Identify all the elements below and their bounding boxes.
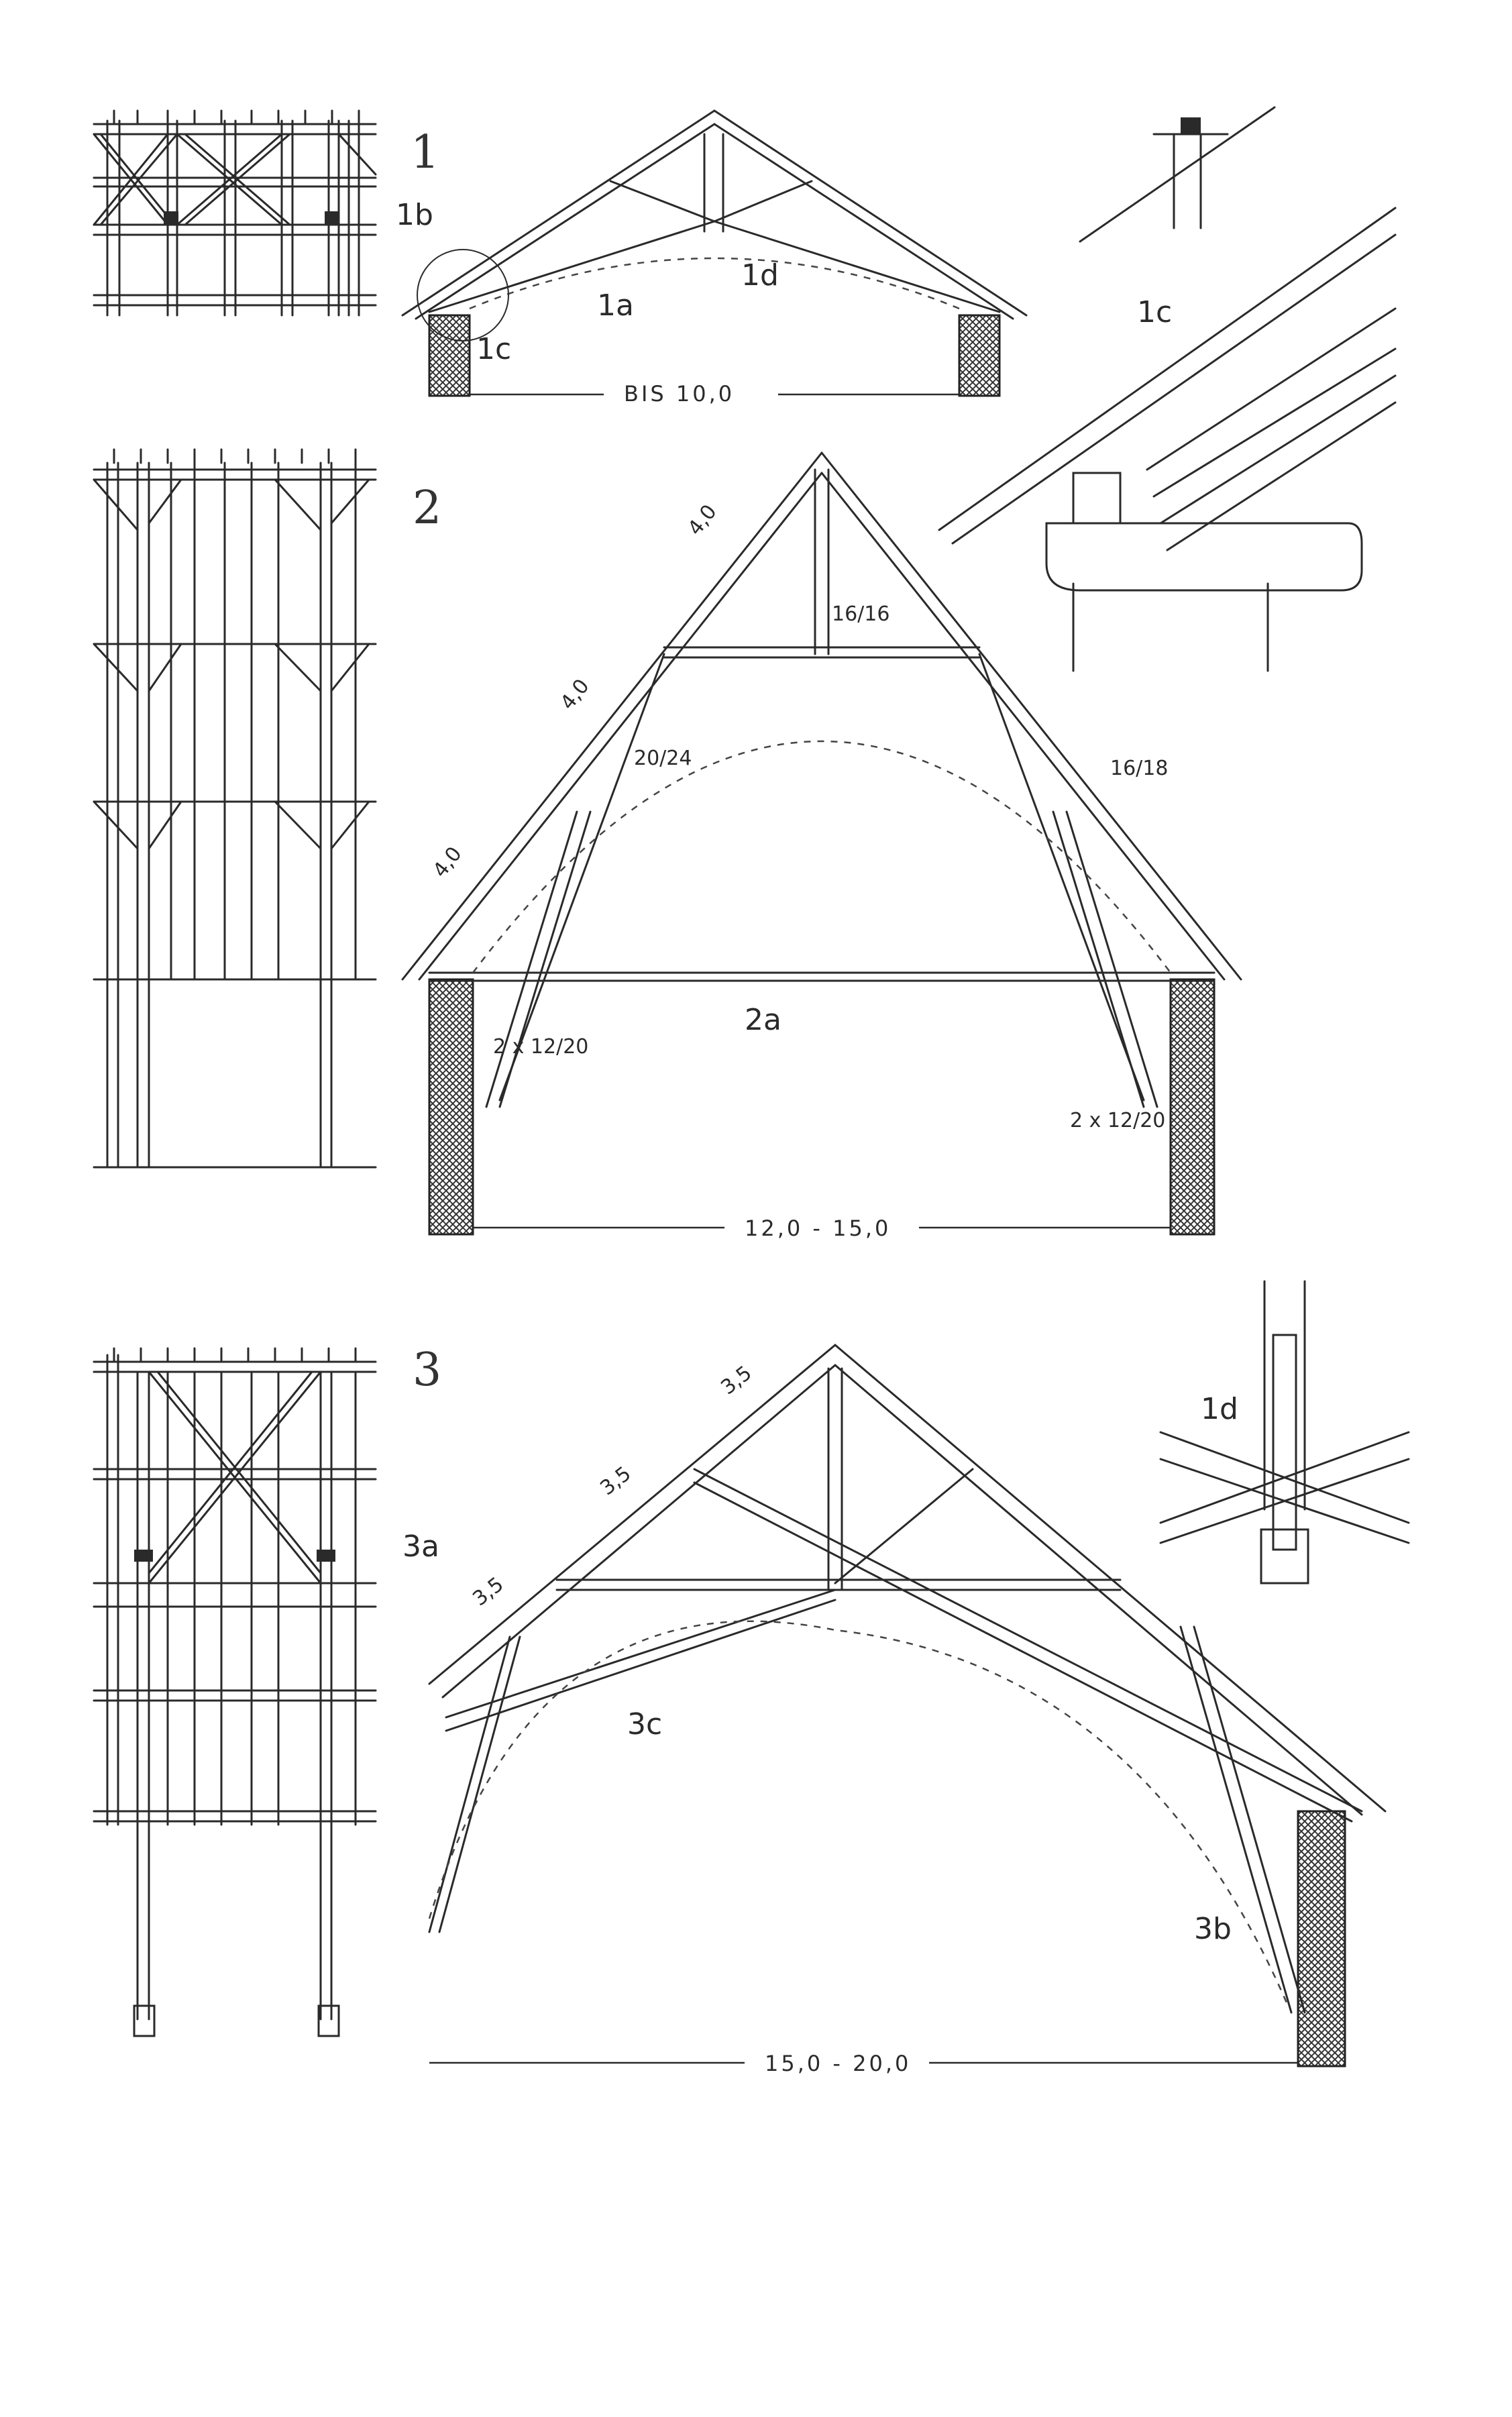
section-left-tie: 2 x 12/20 [493, 1035, 588, 1059]
span-2: 12,0 - 15,0 [745, 1216, 891, 1241]
truss-3: 15,0 - 20,0 3c 3b 3,5 3,5 3,5 [428, 1344, 1387, 2076]
segment-2-top: 4,0 [684, 500, 722, 540]
label-3b: 3b [1194, 1912, 1232, 1946]
wall-left-1 [428, 314, 471, 397]
label-3c: 3c [627, 1707, 662, 1741]
figure-2-number: 2 [413, 482, 441, 535]
truss-2: 12,0 - 15,0 2a 16/16 20/24 16/18 2 x 12/… [401, 451, 1242, 1241]
arch-2-curve [472, 740, 1171, 973]
truss-1: BIS 10,0 1a 1d 1c [401, 109, 1028, 407]
label-1a: 1a [597, 288, 634, 323]
detail-1c: 1c [938, 106, 1397, 672]
label-1d: 1d [741, 258, 779, 292]
span-1: BIS 10,0 [624, 381, 735, 407]
segment-3-top: 3,5 [716, 1361, 756, 1399]
wall-right-2 [1169, 978, 1216, 1236]
elevation-3 [93, 1347, 377, 2037]
detail-circle-1c [417, 249, 509, 341]
section-16-16: 16/16 [832, 602, 889, 626]
label-2a: 2a [745, 1003, 781, 1037]
label-1b: 1b [396, 198, 433, 232]
label-1c: 1c [476, 332, 511, 366]
detail-1d: 1d [1159, 1280, 1410, 1585]
tie-1a-curve [469, 257, 960, 310]
section-16-18: 16/18 [1110, 757, 1168, 780]
arch-3c-curve [428, 1620, 1289, 2006]
elevation-1 [93, 109, 377, 317]
span-3: 15,0 - 20,0 [765, 2051, 911, 2076]
label-detail-1c: 1c [1137, 295, 1172, 329]
figure-1-number: 1 [411, 126, 439, 179]
wall-left-2 [428, 978, 474, 1236]
segment-3-mid: 3,5 [596, 1462, 635, 1500]
label-3a: 3a [402, 1529, 439, 1564]
section-right-tie: 2 x 12/20 [1070, 1109, 1165, 1132]
section-20-24: 20/24 [634, 747, 692, 770]
wall-right-1 [958, 314, 1001, 397]
segment-2-low: 4,0 [429, 843, 467, 882]
label-detail-1d: 1d [1201, 1392, 1238, 1426]
figure-3-number: 3 [413, 1344, 441, 1397]
segment-2-mid: 4,0 [556, 675, 594, 714]
wall-right-3 [1297, 1810, 1346, 2067]
segment-3-low: 3,5 [468, 1572, 508, 1611]
elevation-2 [93, 448, 377, 1169]
